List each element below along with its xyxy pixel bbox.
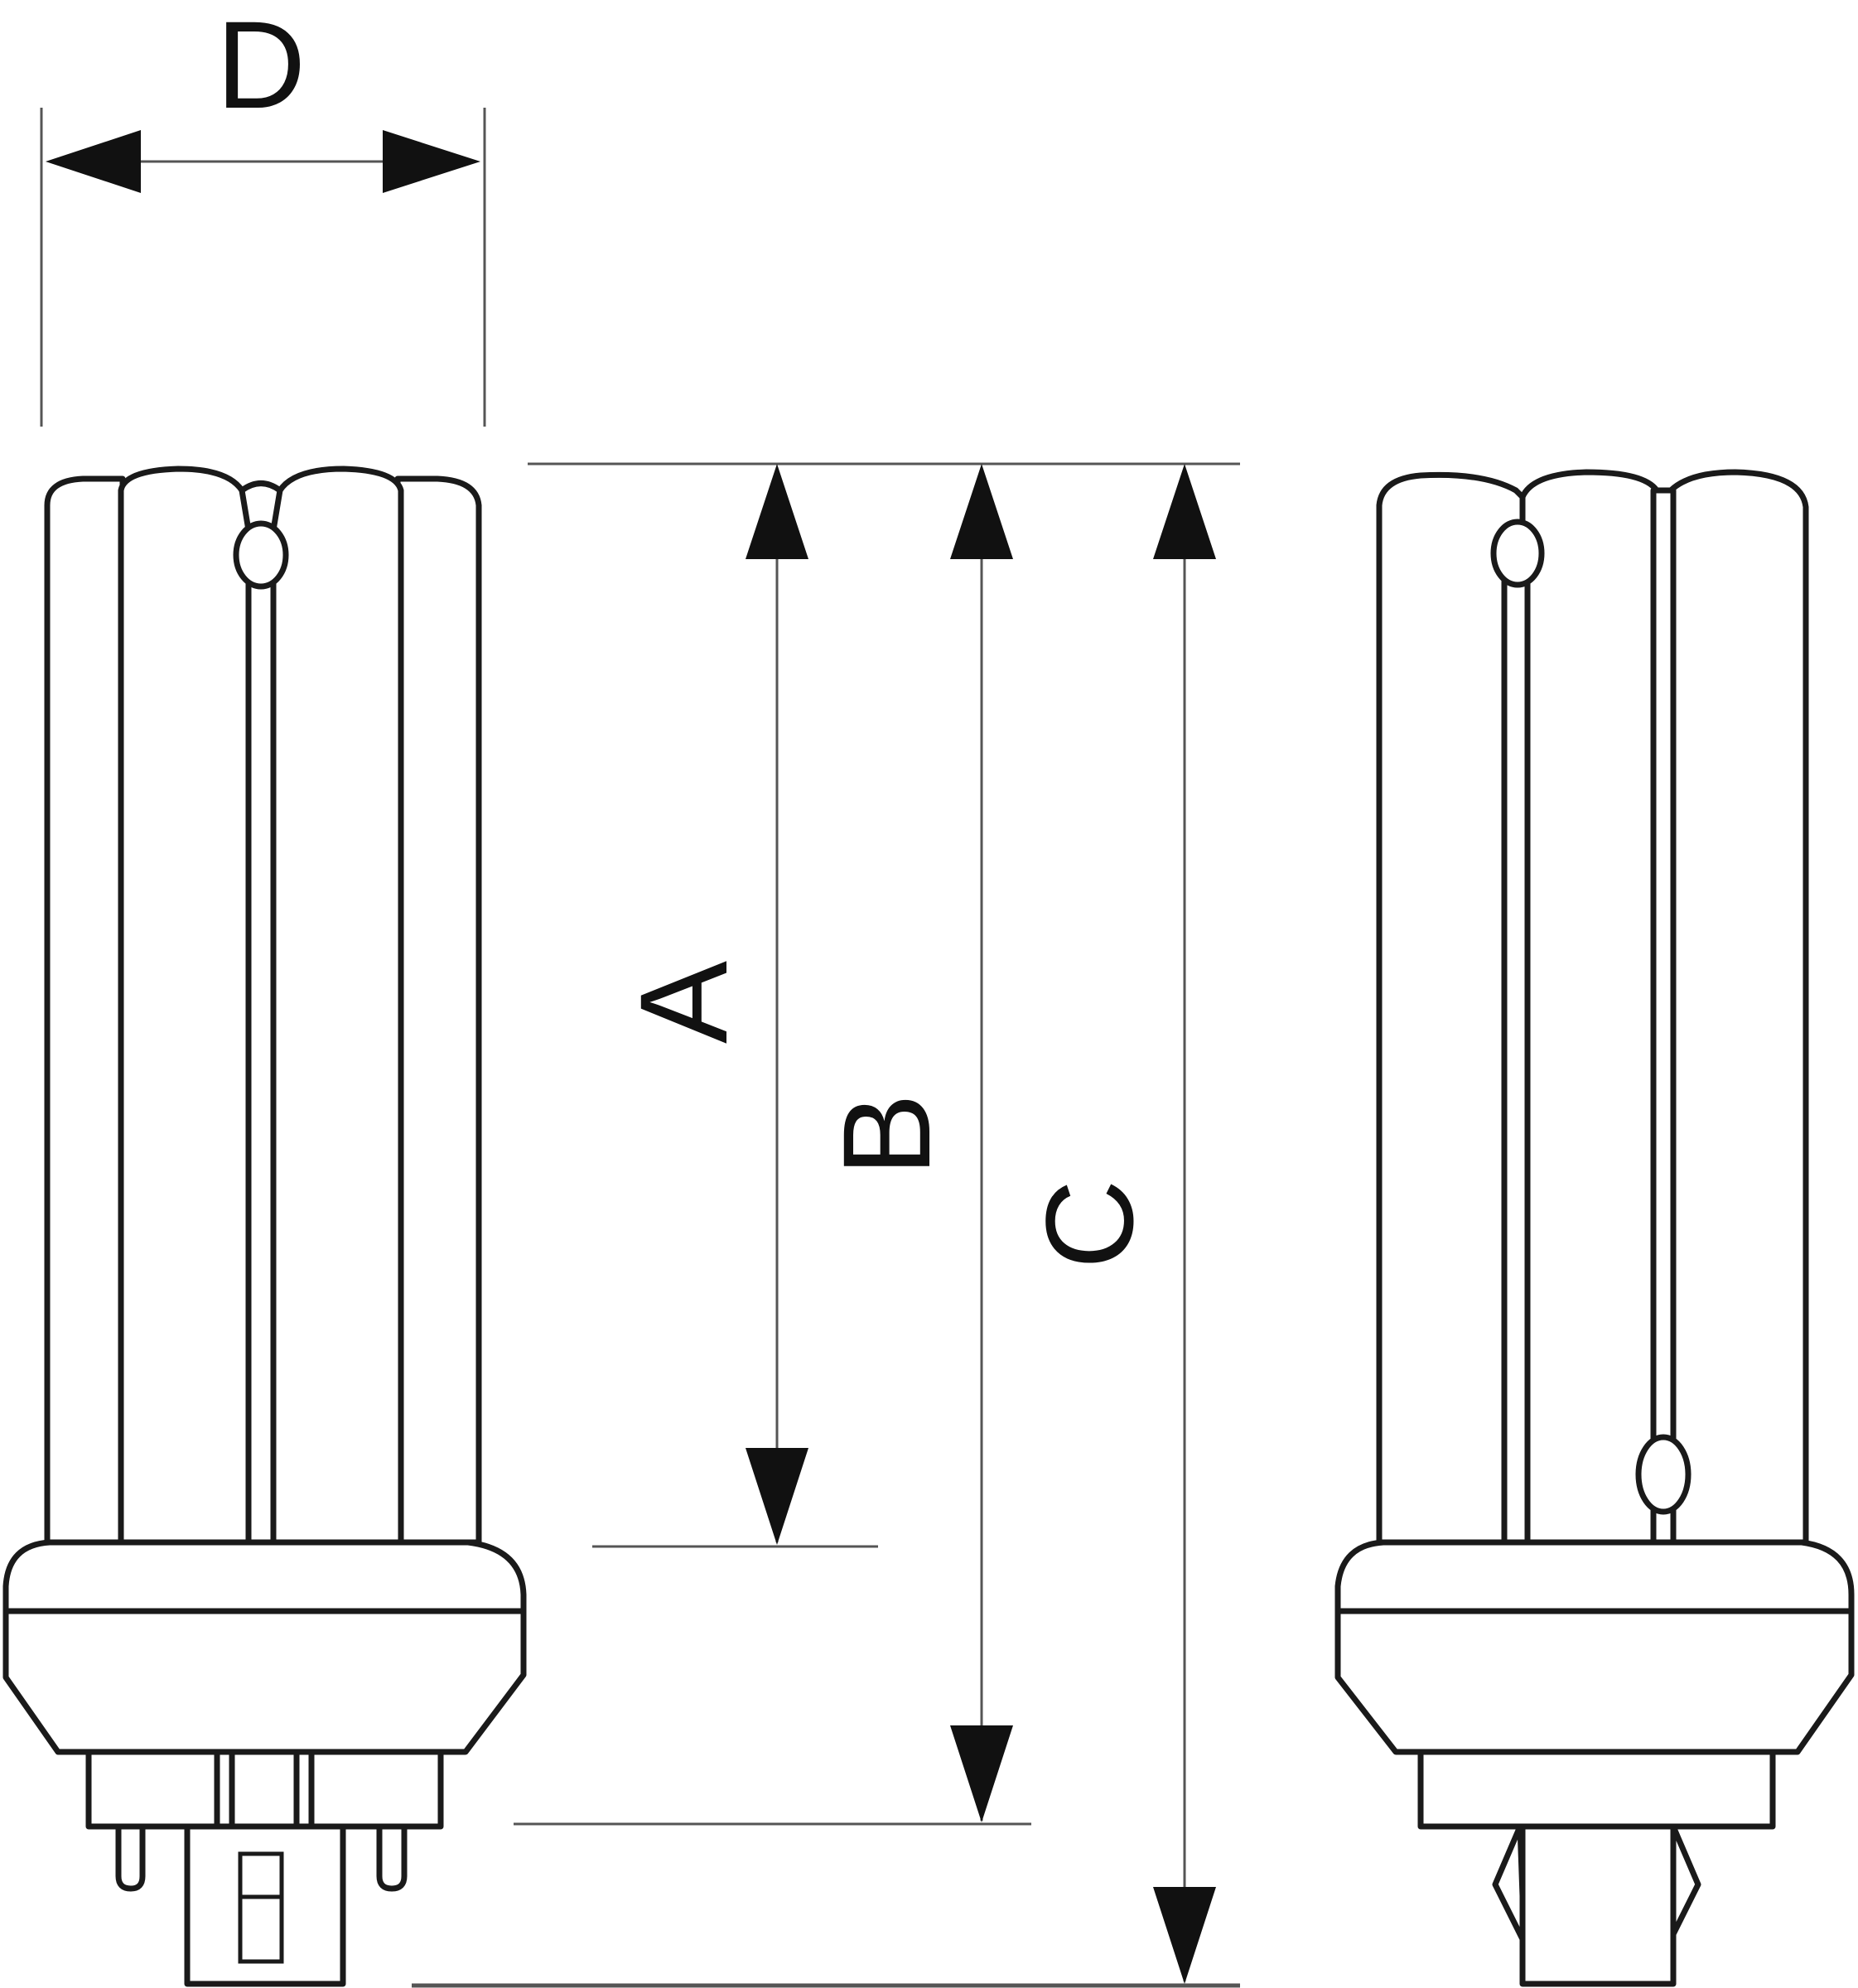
- a-arrowhead-top: [746, 464, 808, 559]
- front-base-key-right: [293, 1749, 315, 1830]
- front-base-collar: [2, 1539, 527, 1755]
- side-base-collar: [1334, 1539, 1855, 1755]
- front-inner-left-tube: [118, 466, 252, 1546]
- front-outer-right-tube: [394, 475, 482, 1546]
- side-left-tube: [1376, 471, 1526, 1546]
- front-pin-right: [376, 1823, 408, 1892]
- a-arrowhead-bottom: [746, 1448, 808, 1545]
- b-label: B: [817, 1093, 956, 1176]
- side-amalgam-capsule-bottom: [1635, 1434, 1692, 1515]
- c-arrowhead-bottom: [1153, 1887, 1216, 1984]
- dimension-a: A: [614, 464, 808, 1545]
- c-arrowhead-top: [1153, 464, 1216, 559]
- front-base-key-left: [214, 1749, 235, 1830]
- dimension-c: C: [1020, 464, 1216, 1984]
- front-base-block: [85, 1749, 444, 1830]
- front-inner-right-tube: [270, 466, 404, 1546]
- front-plug-window: [238, 1851, 284, 1964]
- d-arrowhead-left: [46, 130, 141, 193]
- dimension-d: D: [40, 0, 486, 427]
- side-center-plug: [1519, 1823, 1677, 1987]
- d-label: D: [216, 0, 306, 134]
- front-outer-left-tube: [44, 475, 126, 1546]
- b-arrowhead-top: [950, 464, 1013, 559]
- side-left-rod: [1501, 577, 1531, 1546]
- d-arrowhead-right: [383, 130, 480, 193]
- dimension-b: B: [817, 464, 1013, 1822]
- side-right-tube: [1667, 469, 1809, 1546]
- front-tube-bridge: [239, 480, 283, 533]
- front-pin-left: [115, 1823, 146, 1892]
- c-label: C: [1020, 1180, 1159, 1269]
- lamp-side-view: [1334, 469, 1855, 1987]
- dimension-extension-lines: [412, 462, 1240, 1988]
- lamp-front-view: [2, 466, 527, 1987]
- side-right-rod: [1650, 487, 1677, 1546]
- side-middle-tube: [1519, 469, 1660, 1546]
- front-center-rod: [245, 577, 277, 1546]
- side-amalgam-capsule-top: [1490, 519, 1545, 588]
- a-label: A: [614, 961, 753, 1044]
- side-base-block: [1417, 1749, 1776, 1830]
- b-arrowhead-bottom: [950, 1725, 1013, 1822]
- front-amalgam-capsule: [233, 520, 289, 590]
